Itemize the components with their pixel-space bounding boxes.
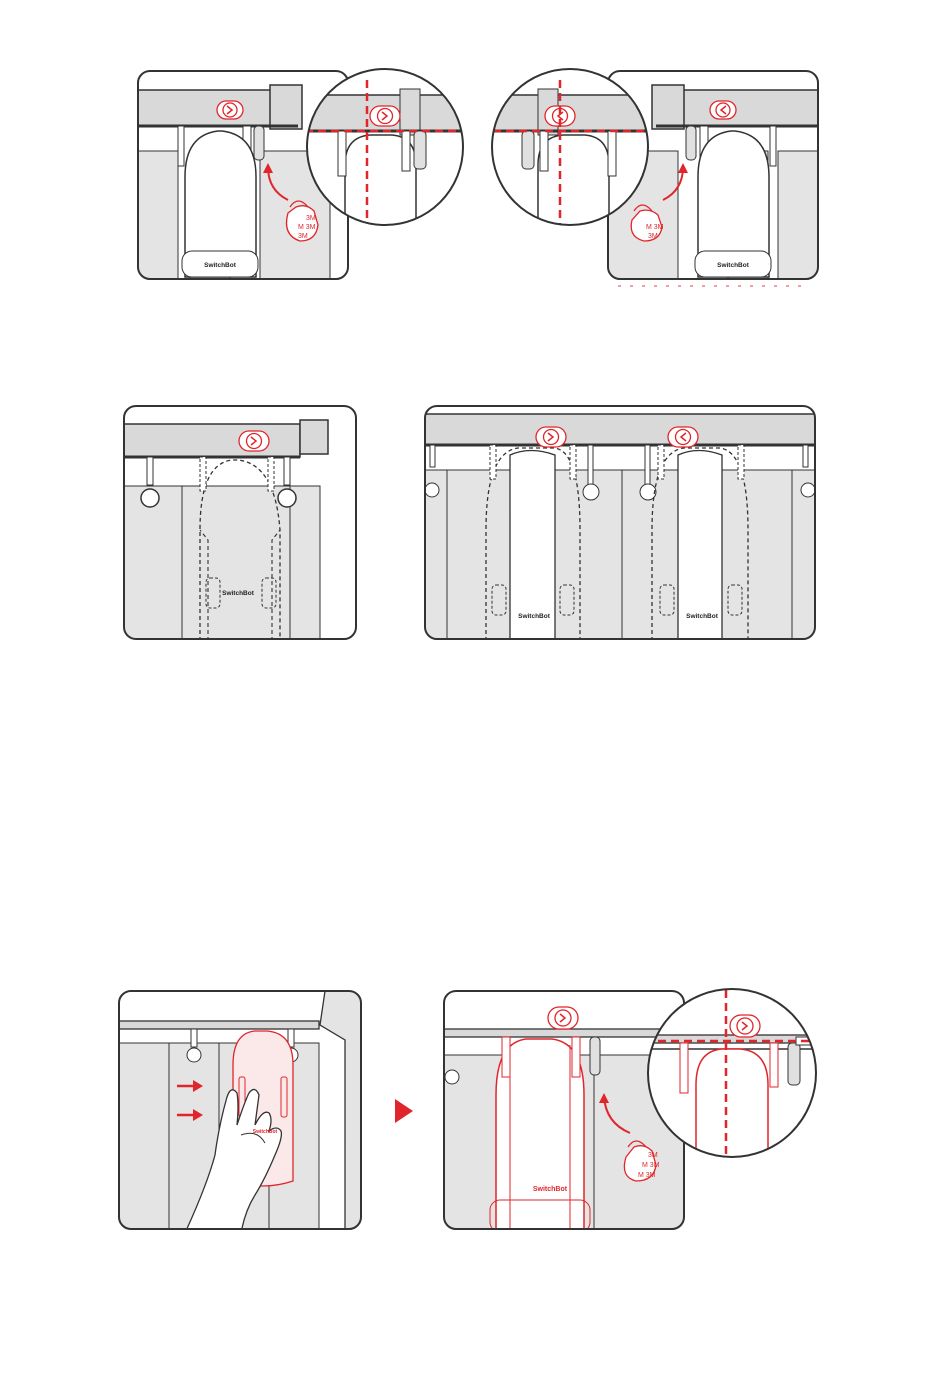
device-brand-label: SwitchBot [533,1186,568,1193]
chevron-badge-icon [668,427,698,447]
device-brand-label: SwitchBot [253,1129,278,1135]
device-brand-label: SwitchBot [717,262,750,269]
chevron-badge-icon [710,101,736,119]
tape-label-2: 3M [648,233,658,240]
figure-3-single-panel-view: SwitchBot [120,400,360,645]
tape-label-2: M 3M [642,1162,660,1169]
tape-label-1: 3M [306,215,316,222]
device-brand-label-right: SwitchBot [686,613,719,620]
chevron-badge-icon [548,1007,578,1029]
tape-label-2: M 3M [298,224,316,231]
chevron-badge-icon [536,427,566,447]
figure-1-left-rail-install: SwitchBot 3M M 3M 3M [130,65,470,295]
figure-5-push-device-onto-rail: SwitchBot [115,985,365,1235]
device-brand-label: SwitchBot [204,262,237,269]
chevron-badge-icon [217,101,243,119]
device-brand-label-left: SwitchBot [518,613,551,620]
tape-label-3: 3M [298,233,308,240]
tape-label-3: M 3M [638,1172,656,1179]
tape-label-1: 3M [648,1152,658,1159]
tape-label-1: M 3M [646,224,664,231]
chevron-badge-icon [239,431,269,451]
device-brand-label: SwitchBot [222,590,255,597]
figure-4-dual-panel-view: SwitchBot SwitchBot [420,400,820,645]
figure-2-right-rail-install: SwitchBot M 3M 3M [488,65,828,295]
triangle-arrow-icon [394,1098,414,1124]
figure-6-align-device-on-rail: SwitchBot 3M M 3M M 3M [440,985,840,1235]
